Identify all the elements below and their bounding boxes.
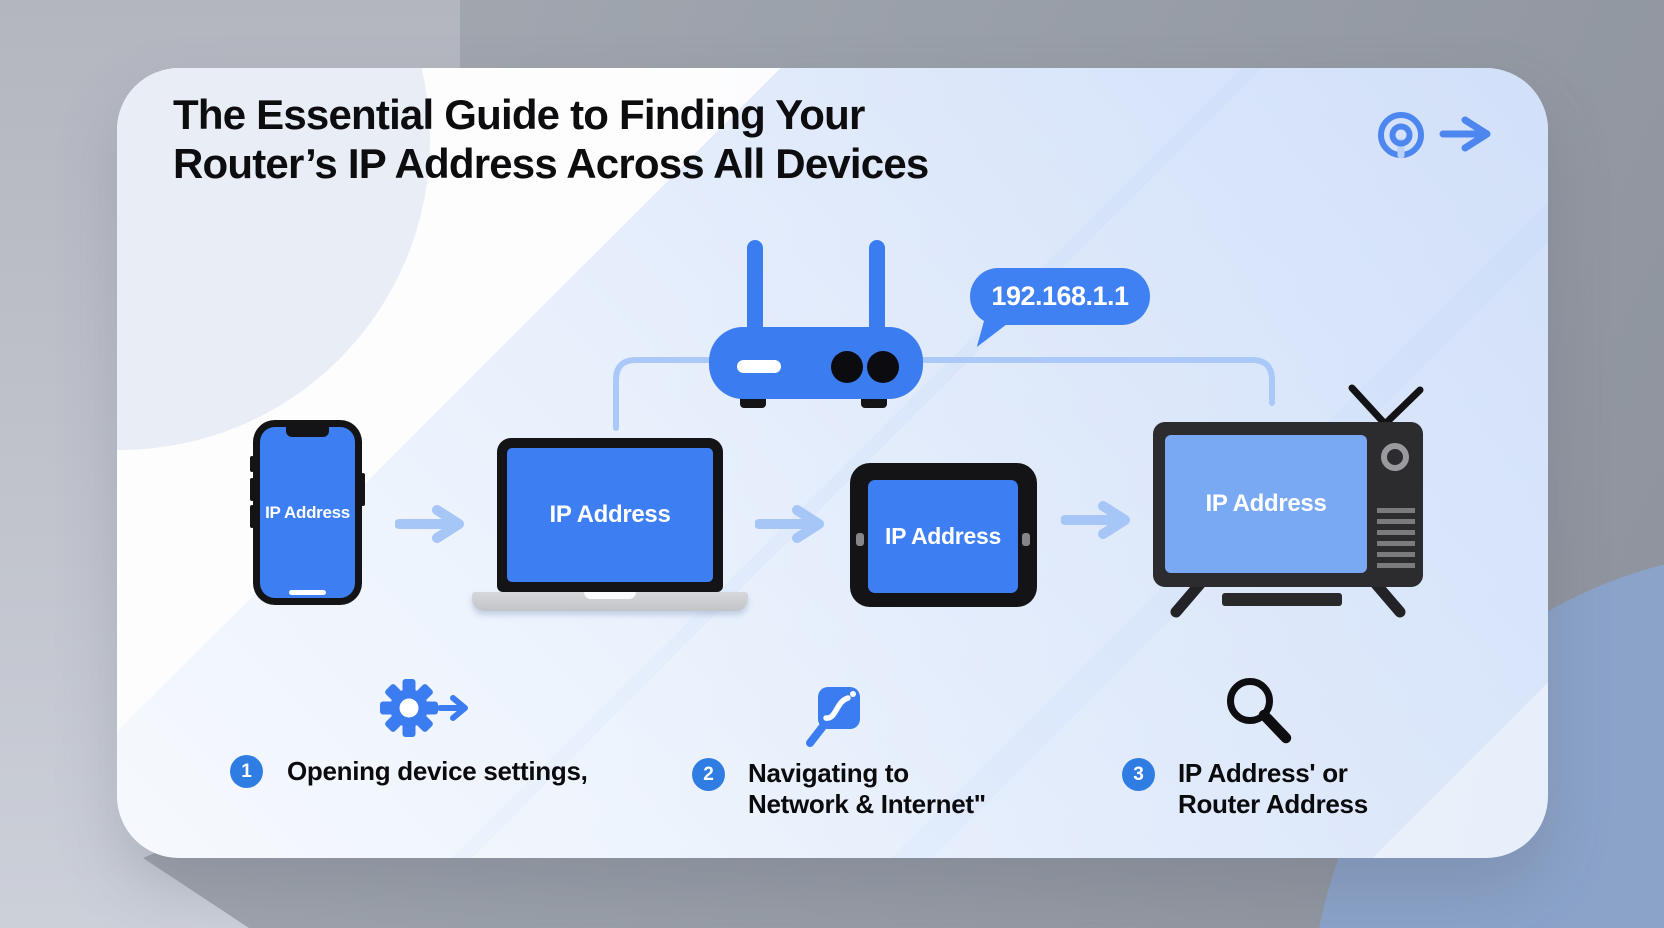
arrow-right-icon xyxy=(1439,116,1491,152)
tablet-screen-label: IP Address xyxy=(885,523,1001,549)
phone-home-bar xyxy=(289,590,326,595)
phone-button xyxy=(250,505,254,528)
laptop-base-notch xyxy=(584,592,636,599)
step-3-badge: 3 xyxy=(1122,758,1155,791)
gear-icon xyxy=(380,679,438,737)
title-line-1: The Essential Guide to Finding Your xyxy=(173,91,865,138)
step-2-line-1: Navigating to xyxy=(748,758,909,788)
router-antenna-right xyxy=(869,240,885,350)
phone-button xyxy=(361,473,365,506)
laptop-screen-label: IP Address xyxy=(549,501,671,528)
tv-illustration: IP Address xyxy=(1153,422,1423,587)
title-line-2: Router’s IP Address Across All Devices xyxy=(173,140,929,187)
connector-lines xyxy=(613,357,1275,431)
step-1-text: Opening device settings, xyxy=(287,756,588,787)
step-2-text: Navigating to Network & Internet" xyxy=(748,758,986,820)
smartphone-illustration: IP Address xyxy=(250,420,365,605)
router-led xyxy=(737,360,781,373)
flow-arrow-3 xyxy=(1061,501,1130,539)
tablet-side-button xyxy=(856,533,864,546)
phone-screen: IP Address xyxy=(260,427,355,598)
step-3-text: IP Address' or Router Address xyxy=(1178,758,1368,820)
step-1-badge: 1 xyxy=(230,755,263,788)
tv-legs xyxy=(1170,578,1406,618)
laptop-screen: IP Address xyxy=(507,448,713,582)
tablet-illustration: IP Address xyxy=(850,463,1037,607)
ip-speech-bubble: 192.168.1.1 xyxy=(970,268,1150,325)
step-3-line-1: IP Address' or xyxy=(1178,758,1348,788)
phone-button xyxy=(250,456,254,472)
target-icon xyxy=(1378,112,1424,159)
tv-stand xyxy=(1222,593,1342,606)
cursor-click-icon xyxy=(806,687,860,747)
flow-arrow-1 xyxy=(395,505,464,543)
router-port-dot xyxy=(867,351,899,383)
step-3-line-2: Router Address xyxy=(1178,789,1368,819)
tv-screen: IP Address xyxy=(1165,435,1367,573)
step-1-line-1: Opening device settings, xyxy=(287,756,588,786)
tablet-side-button xyxy=(1022,533,1030,546)
router-port-dot xyxy=(831,351,863,383)
tv-knob xyxy=(1381,443,1409,471)
tv-antenna-icon xyxy=(1348,384,1424,428)
gear-arrow-icon xyxy=(437,695,468,721)
tv-speaker-grille xyxy=(1377,508,1415,572)
magnifying-glass-icon xyxy=(1227,678,1292,744)
router-antenna-left xyxy=(747,240,763,350)
phone-screen-label: IP Address xyxy=(265,502,350,522)
laptop-illustration: IP Address xyxy=(497,438,723,592)
flow-arrow-2 xyxy=(755,505,824,543)
step-2-line-2: Network & Internet" xyxy=(748,789,986,819)
laptop-base xyxy=(472,592,748,611)
phone-notch xyxy=(286,427,329,437)
step-2-badge: 2 xyxy=(692,758,725,791)
tv-screen-label: IP Address xyxy=(1205,490,1327,517)
tablet-screen: IP Address xyxy=(868,480,1018,593)
phone-button xyxy=(250,478,254,501)
